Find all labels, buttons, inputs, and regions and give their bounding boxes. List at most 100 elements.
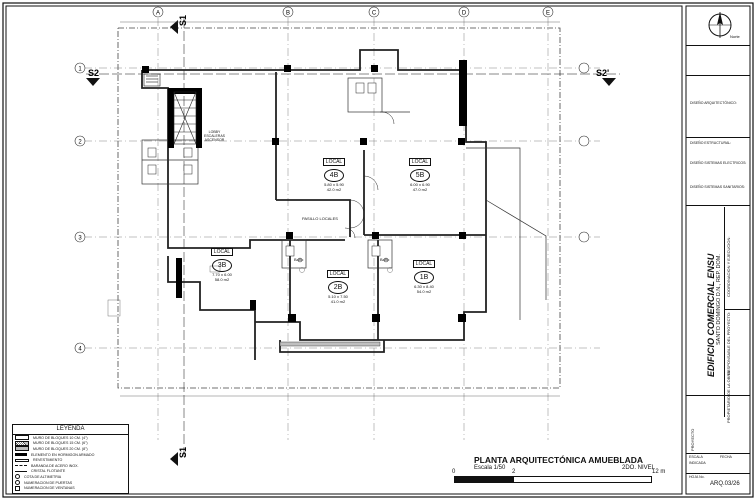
project-name: EDIFICIO COMERCIAL ENSU — [706, 253, 716, 377]
legend-item: BARANDA DE ACERO INOX. — [15, 463, 127, 469]
legend-swatch — [15, 470, 27, 472]
stair-core — [143, 73, 197, 145]
legend-item-label: BARANDA DE ACERO INOX. — [31, 463, 79, 468]
scale-tick-12: 12 m — [652, 469, 666, 475]
legend-swatch — [15, 458, 29, 462]
unit-area: 41.0 m2 — [330, 299, 346, 304]
site-boundary — [117, 27, 561, 389]
legend-item-label: MURO DE BLOQUES 15 CM. (6") — [33, 441, 88, 446]
columns — [142, 60, 467, 322]
axis-label-3: 3 — [78, 236, 82, 242]
unit-dims: 6.00 x 6.90 — [410, 182, 430, 187]
legend-item-label: MURO DE BLOQUES 20 CM. (8") — [33, 446, 88, 451]
axis-label-c: C — [372, 11, 377, 17]
legend-item-label: COTA DE ALTIMETRIA — [24, 474, 62, 479]
unit-dims: 6.30 x 8.40 — [414, 284, 434, 289]
section-marks: S2 S2' S1 S1 — [86, 15, 620, 466]
unit-id-bubble: 4B — [324, 169, 344, 182]
scale-label: ESCALA — [689, 455, 703, 459]
plan-level: 2DO. NIVEL — [622, 465, 656, 471]
title-block: DISEÑO ARQUITECTÓNICO: DISEÑO ESTRUCTURA… — [686, 45, 750, 494]
legend-item: MURO DE BLOQUES 20 CM. (8") — [15, 446, 127, 452]
section-s1-top-label: S1 — [178, 15, 188, 26]
lobby-label: LOBBY ESCALERAS ASCENSOR — [204, 130, 226, 142]
unit-id-bubble: 2B — [328, 281, 348, 294]
axis-label-d: D — [462, 11, 467, 17]
axis-bubbles-top: A B C D E — [152, 6, 554, 18]
legend-item-label: NUMERACION DE PUERTAS — [24, 480, 73, 485]
sheet-number: ARQ.03/26 — [710, 481, 740, 487]
axis-label-e: E — [546, 11, 550, 17]
scale-value: INDICADA — [689, 461, 706, 465]
date-label: FECHA — [720, 455, 732, 459]
plan-scale: Escala 1/50 — [474, 465, 506, 471]
legend-item-label: MURO DE BLOQUES 10 CM. (4") — [33, 435, 88, 440]
unit-label: LOCAL — [326, 270, 350, 278]
unit-area: 54.0 m2 — [416, 289, 432, 294]
unit-label: LOCAL — [412, 260, 436, 268]
unit-label: LOCAL — [210, 248, 234, 256]
section-s1-bottom-label: S1 — [178, 447, 188, 458]
legend-swatch — [15, 440, 29, 446]
corridor-label: PASILLO LOCALES — [302, 216, 338, 221]
drawing-frame — [5, 5, 683, 495]
owner-label: PROPIETARIO DE LA OBRA: — [726, 369, 731, 423]
section-s2-end-label: S2' — [596, 68, 609, 78]
scale-bar — [454, 476, 652, 483]
legend-list: MURO DE BLOQUES 10 CM. (4")MURO DE BLOQU… — [15, 435, 127, 491]
legend-item: REVESTIMIENTO — [15, 457, 127, 463]
legend-swatch — [15, 474, 20, 480]
sheet-label: HOJA No. — [689, 475, 705, 479]
unit-dims: 7.70 x 6.00 — [212, 272, 232, 277]
legend-swatch — [15, 453, 27, 457]
legend-item: MURO DE BLOQUES 15 CM. (6") — [15, 440, 127, 447]
unit-id-bubble: 1B — [414, 271, 434, 284]
unit-label: LOCAL — [322, 158, 346, 166]
project-label: PROYECTO — [690, 428, 695, 451]
axis-label-a: A — [156, 11, 160, 17]
legend-item-label: CRISTAL FLOTANTE — [31, 469, 66, 474]
bathroom-fixtures — [147, 82, 389, 263]
unit-id-bubble: 5B — [410, 169, 430, 182]
legend-item: NUMERACION DE PUERTAS — [15, 480, 127, 486]
legend-swatch — [15, 480, 20, 486]
bathroom-label-2b: Baño — [294, 257, 304, 262]
tb-electrical-header: DISEÑO SISTEMAS ELECTRICOS: — [690, 161, 747, 165]
dimension-lines — [120, 21, 560, 397]
north-label: Norte — [730, 34, 740, 39]
axis-label-4: 4 — [78, 347, 82, 353]
legend-swatch — [15, 465, 27, 467]
axis-bubbles-left: 1 2 3 4 — [74, 62, 590, 354]
legend-title: LEYENDA — [13, 425, 128, 435]
legend-item: COTA DE ALTIMETRIA — [15, 474, 127, 480]
project-location: SANTO DOMINGO D.N., REP. DOM. — [716, 254, 722, 345]
legend-swatch — [15, 435, 29, 441]
unit-area: 47.0 m2 — [412, 187, 428, 192]
legend-item-label: REVESTIMIENTO — [33, 458, 63, 463]
tb-sanitary-header: DISEÑO SISTEMAS SANITARIOS: — [690, 185, 745, 189]
tb-architecture-header: DISEÑO ARQUITECTÓNICO: — [690, 101, 737, 105]
bathroom-label-1b: Baño — [380, 257, 390, 262]
axis-label-1: 1 — [78, 67, 82, 73]
section-s2-label: S2 — [88, 68, 99, 78]
legend-item-label: ELEMENTO EN HORMIGON ARMADO — [31, 452, 95, 457]
concrete-element — [279, 341, 381, 347]
axis-label-2: 2 — [78, 140, 82, 146]
legend-swatch — [15, 446, 29, 452]
axis-label-b: B — [286, 11, 290, 17]
unit-id-bubble: 3B — [212, 259, 232, 272]
thin-walls — [141, 77, 547, 320]
furniture — [107, 265, 393, 317]
legend-item: ELEMENTO EN HORMIGON ARMADO — [15, 452, 127, 458]
tb-structural-header: DISEÑO ESTRUCTURAL: — [690, 141, 732, 145]
unit-label: LOCAL — [408, 158, 432, 166]
unit-area: 42.0 m2 — [326, 187, 342, 192]
scale-tick-2: 2 — [512, 469, 516, 475]
legend-item: MURO DE BLOQUES 10 CM. (4") — [15, 435, 127, 441]
